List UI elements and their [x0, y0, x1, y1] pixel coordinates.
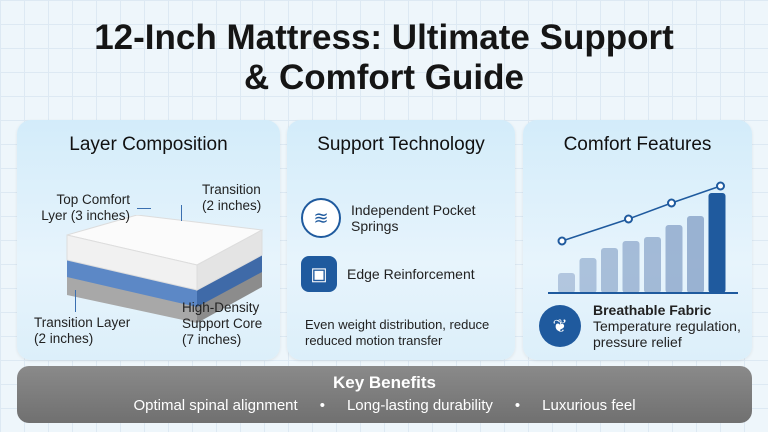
label-top-comfort-size: Lyer (3 inches) — [41, 208, 130, 223]
trend-point — [624, 214, 633, 224]
comfort-bar-chart — [548, 181, 738, 294]
leader-line — [181, 205, 182, 221]
card-heading: Layer Composition — [69, 134, 228, 155]
card-heading: Comfort Features — [563, 134, 712, 155]
card-heading: Support Technology — [317, 134, 485, 155]
chart-bar — [708, 193, 726, 293]
feature-label: Edge Reinforcement — [347, 266, 475, 282]
springs-icon: ≋ — [301, 198, 341, 238]
trend-line — [561, 185, 721, 242]
chart-bar — [687, 216, 704, 293]
label-transition-layer-size: (2 inches) — [34, 331, 94, 346]
label-transition: Transition — [202, 182, 261, 197]
feature-title: Breathable Fabric — [593, 302, 712, 318]
benefit-item: Long-lasting durability — [346, 397, 493, 414]
chart-bar — [579, 258, 597, 293]
label-transition-size: (2 inches) — [202, 198, 262, 213]
chart-bar — [644, 237, 661, 293]
feature-desc-2: pressure relief — [593, 334, 682, 350]
chart-bar — [601, 248, 618, 293]
benefit-item: Luxurious feel — [542, 397, 636, 414]
leader-line — [137, 208, 151, 209]
feature-label: Independent Pocket — [351, 202, 476, 218]
bullet: • — [319, 397, 325, 414]
feature-desc: Temperature regulation, — [593, 318, 741, 334]
key-benefits-bar: Key Benefits Optimal spinal alignment • L… — [17, 366, 752, 423]
page-title: 12-Inch Mattress: Ultimate Support& Comf… — [0, 18, 768, 98]
trend-point — [667, 198, 676, 208]
feature-label-2: Springs — [351, 218, 399, 234]
chart-bar — [665, 225, 683, 293]
mattress-illustration — [66, 215, 264, 323]
support-note: Even weight distribution, reduce — [305, 317, 490, 332]
label-core: High-Density — [182, 300, 260, 315]
benefit-item: Optimal spinal alignment — [133, 397, 298, 414]
trend-point — [557, 236, 567, 246]
label-transition-layer: Transition Layer — [34, 315, 131, 330]
leaf-drop-icon: ❦ — [539, 305, 581, 347]
title-line-2: & Comfort Guide — [244, 58, 524, 97]
edge-icon: ▣ — [301, 256, 337, 292]
label-core-2: Support Core — [182, 316, 263, 331]
feature-edge-reinforcement: ▣ Edge Reinforcement — [301, 256, 475, 292]
leader-line — [75, 290, 76, 312]
bullet: • — [514, 397, 521, 414]
chart-bar — [622, 241, 640, 293]
benefits-heading: Key Benefits — [333, 373, 436, 392]
label-top-comfort: Top Comfort — [56, 192, 130, 207]
trend-point — [716, 181, 725, 191]
support-note-2: reduced motion transfer — [305, 333, 443, 348]
title-line-1: 12-Inch Mattress: Ultimate Support — [94, 18, 674, 57]
chart-bar — [558, 273, 575, 293]
label-core-size: (7 inches) — [182, 332, 242, 347]
